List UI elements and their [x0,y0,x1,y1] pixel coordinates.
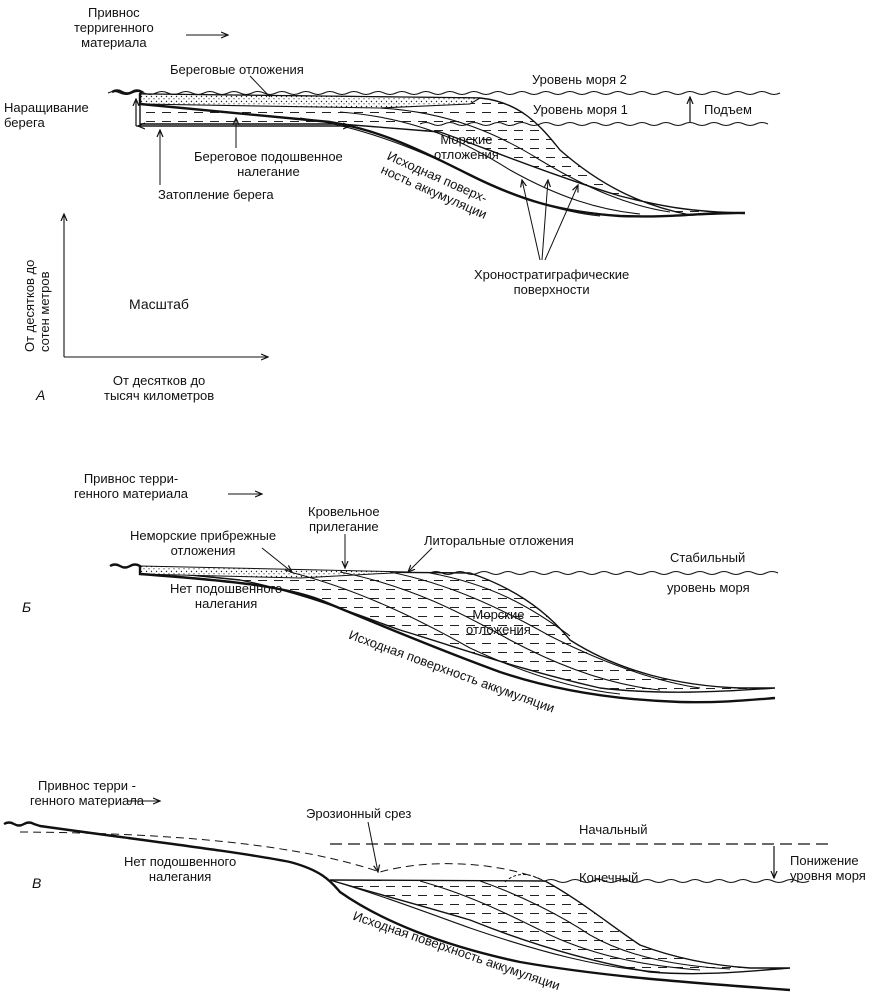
stable-sea-level-line [430,572,778,575]
nonmarine-deposits-label: Неморские прибрежные отложения [130,528,276,558]
nonmarine-deposits-label-line-1: Неморские прибрежные [130,528,276,543]
scale-label: Масштаб [129,297,189,312]
pointer-chrono-3 [545,185,578,260]
final-level-label: Конечный [579,870,638,885]
accretion-label: Наращивание берега [4,100,89,130]
accretion-label-line-2: берега [4,115,89,130]
coastal-onlap-label-line-1: Береговое подошвенное [194,149,343,164]
pointer-littoral [408,548,432,572]
pointer-erosion [368,822,378,872]
marine-deposits-label-a-line-2: отложения [434,147,499,162]
no-onlap-label-c-line-1: Нет подошвенного [124,854,236,869]
stable-sea-level-label-line-2: уровень моря [667,580,750,595]
horizontal-axis-label-line-2: тысяч километров [104,388,214,403]
supply-label-b-line-2: генного материала [74,486,188,501]
panel-c-art [4,801,830,990]
marine-deposits-label-a-line-1: Морские [434,132,499,147]
marine-deposits-label-b: Морские отложения [466,607,531,637]
toplap-label-line-1: Кровельное [308,504,380,519]
sea-level-fall-label: Понижение уровня моря [790,853,866,883]
supply-label-a: Привнос терригенного материала [74,5,154,50]
pointer-coastal-deposits [250,76,270,97]
supply-label-b: Привнос терри- генного материала [74,471,188,501]
marine-deposits-label-a: Морские отложения [434,132,499,162]
vertical-axis-label: От десятков до сотен метров [22,260,52,352]
stable-sea-level-label-line-1: Стабильный [670,550,745,565]
coastal-onlap-label-line-2: налегание [194,164,343,179]
rise-label: Подъем [704,102,752,117]
pointer-chrono-2 [542,180,548,260]
erosion-cut-label: Эрозионный срез [306,806,411,821]
sea-level-2-label: Уровень моря 2 [532,72,627,87]
toplap-label-line-2: прилегание [308,519,380,534]
vertical-axis-label-line-1: От десятков до [22,260,37,352]
nonmarine-deposits-label-line-2: отложения [130,543,276,558]
horizontal-axis-label: От десятков до тысяч километров [104,373,214,403]
chrono-surfaces-label: Хроностратиграфические поверхности [474,267,629,297]
pointer-chrono-1 [522,180,540,260]
accretion-label-line-1: Наращивание [4,100,89,115]
coastal-onlap-label: Береговое подошвенное налегание [194,149,343,179]
chrono-surfaces-label-line-1: Хроностратиграфические [474,267,629,282]
former-surface-dashed [20,832,545,881]
initial-level-label: Начальный [579,822,647,837]
sea-level-fall-label-line-1: Понижение [790,853,866,868]
flooding-label: Затопление берега [158,187,274,202]
toplap-label: Кровельное прилегание [308,504,380,534]
supply-label-a-line-2: терригенного [74,20,154,35]
coastal-deposits-label: Береговые отложения [170,62,304,77]
marine-deposits-label-b-line-1: Морские [466,607,531,622]
chrono-surfaces-label-line-2: поверхности [474,282,629,297]
supply-label-c: Привнос терри - генного материала [30,778,144,808]
panel-letter-c: В [32,875,41,891]
no-onlap-label-b-line-2: налегания [170,596,282,611]
sea-level-fall-label-line-2: уровня моря [790,868,866,883]
no-onlap-label-b: Нет подошвенного налегания [170,581,282,611]
supply-label-a-line-3: материала [74,35,154,50]
supply-label-c-line-2: генного материала [30,793,144,808]
horizontal-axis-label-line-1: От десятков до [104,373,214,388]
sea-level-1-label: Уровень моря 1 [533,102,628,117]
sea-level-2-line [108,92,780,95]
panel-letter-b: Б [22,599,31,615]
no-onlap-label-c-line-2: налегания [124,869,236,884]
no-onlap-label-b-line-1: Нет подошвенного [170,581,282,596]
marine-deposits-label-b-line-2: отложения [466,622,531,637]
vertical-axis-label-line-2: сотен метров [37,260,52,352]
supply-label-a-line-1: Привнос [74,5,154,20]
no-onlap-label-c: Нет подошвенного налегания [124,854,236,884]
panel-letter-a: А [36,387,45,403]
supply-label-c-line-1: Привнос терри - [30,778,144,793]
littoral-deposits-label: Литоральные отложения [424,533,574,548]
supply-label-b-line-1: Привнос терри- [74,471,188,486]
